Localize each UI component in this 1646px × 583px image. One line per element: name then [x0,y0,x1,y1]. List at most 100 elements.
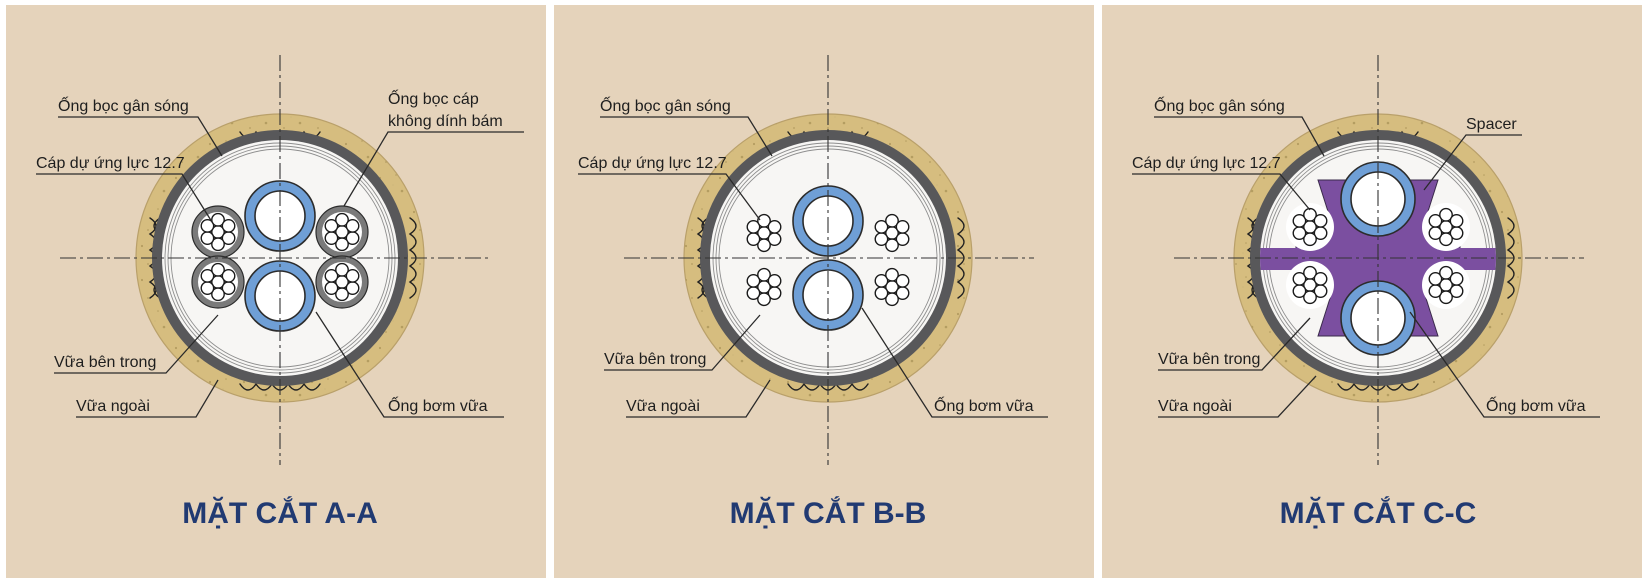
strand-wire [746,232,761,247]
label-outer-grout: Vữa ngoài [626,398,700,415]
grout-pipes [244,180,316,332]
strand-bundle [1292,265,1328,305]
strand-wire [885,238,899,253]
strand-bundle [746,267,782,307]
strand-bundle [874,213,910,253]
section-b: Ống bọc gân sóng Cáp dự ứng lực 12.7 Vữa… [554,5,1094,578]
strand-wire [1313,271,1328,286]
label-sheath-line2: không dính bám [388,113,503,130]
strand-wire [200,268,215,283]
strand-wire [324,281,339,295]
section-title: MẶT CẮT A-A [182,496,378,530]
label-grout-pipe: Ống bơm vữa [934,395,1034,415]
strand-wire [1292,284,1307,298]
label-inner-grout: Vữa bên trong [54,354,156,371]
strand-wire [211,212,225,227]
strand-wire [211,237,225,252]
strand-wire [757,267,771,282]
section-c: Ống bọc gân sóng Cáp dự ứng lực 12.7 Vữa… [1102,5,1642,578]
strand-wire [1428,284,1443,298]
strand-wire [885,267,899,282]
label-sheath-line1: Ống bọc cáp [388,88,479,108]
strand-bundle [324,212,360,252]
strand-wire [1292,213,1307,228]
strand-wire [1303,265,1317,280]
strand-wire [335,262,349,277]
labels-c: Ống bọc gân sóng Cáp dự ứng lực 12.7 Vữa… [1132,95,1586,415]
section-title: MẶT CẮT B-B [730,496,927,530]
strand-wire [200,231,215,246]
strand-wire [1303,232,1317,247]
strand-wire [757,213,771,228]
label-outer-grout: Vữa ngoài [1158,398,1232,415]
label-strand: Cáp dự ứng lực 12.7 [36,155,185,172]
strand-bundle [874,267,910,307]
strand-wire [1449,271,1464,286]
label-spacer: Spacer [1466,116,1517,133]
strand-wire [200,218,215,233]
strand-wire [767,219,782,234]
labels-a: Ống bọc gân sóng Cáp dự ứng lực 12.7 Vữa… [36,88,503,415]
strand-wire [746,273,761,288]
strand-wire [767,273,782,288]
label-corrugated-duct: Ống bọc gân sóng [1154,95,1285,115]
strand-wire [345,268,360,283]
strand-wire [335,212,349,227]
strand-wire [757,292,771,307]
strand-wire [1303,290,1317,305]
strand-bundle [1428,265,1464,305]
strand-bundle [200,262,236,302]
center-axes [624,55,1034,465]
strand-wire [1292,226,1307,241]
section-title: MẶT CẮT C-C [1280,496,1477,530]
strand-bundle [746,213,782,253]
strand-wire [324,268,339,283]
strand-wire [1292,271,1307,286]
strand-wire [1439,207,1453,222]
strand-wire [1303,207,1317,222]
label-inner-grout: Vữa bên trong [1158,351,1260,368]
strand-wire [757,238,771,253]
label-strand: Cáp dự ứng lực 12.7 [1132,155,1281,172]
strand-wire [345,218,360,233]
strand-wire [1313,213,1328,228]
strand-wire [1439,232,1453,247]
strand-wire [874,286,889,300]
strand-wire [200,281,215,295]
label-outer-grout: Vữa ngoài [76,398,150,415]
label-inner-grout: Vữa bên trong [604,351,706,368]
grout-pipes [792,185,864,331]
strand-wire [1428,213,1443,228]
strand-wire [1428,271,1443,286]
leader-lines [1132,116,1600,418]
section-a: Ống bọc gân sóng Cáp dự ứng lực 12.7 Vữa… [6,5,546,578]
leader-lines [36,116,524,418]
strand-wire [746,286,761,300]
strand-wire [1439,290,1453,305]
strand-wire [885,292,899,307]
strand-wire [211,287,225,302]
strand-wire [221,268,236,283]
strand-wire [335,237,349,252]
strand-wire [211,262,225,277]
strand-wire [895,219,910,234]
strand-bundle [1428,207,1464,247]
strand-bundle [324,262,360,302]
strand-wire [1449,213,1464,228]
strand-bundle [1292,207,1328,247]
labels-b: Ống bọc gân sóng Cáp dự ứng lực 12.7 Vữa… [578,95,1034,415]
center-axes [1174,55,1584,465]
strand-wire [221,218,236,233]
strand-wire [1439,265,1453,280]
label-corrugated-duct: Ống bọc gân sóng [58,95,189,115]
strand-wire [335,287,349,302]
strand-wire [885,213,899,228]
strand-wire [874,232,889,247]
strand-wire [324,218,339,233]
label-grout-pipe: Ống bơm vữa [388,395,488,415]
leader-lines [578,116,1048,418]
strand-wire [324,231,339,246]
label-corrugated-duct: Ống bọc gân sóng [600,95,731,115]
strand-wire [746,219,761,234]
